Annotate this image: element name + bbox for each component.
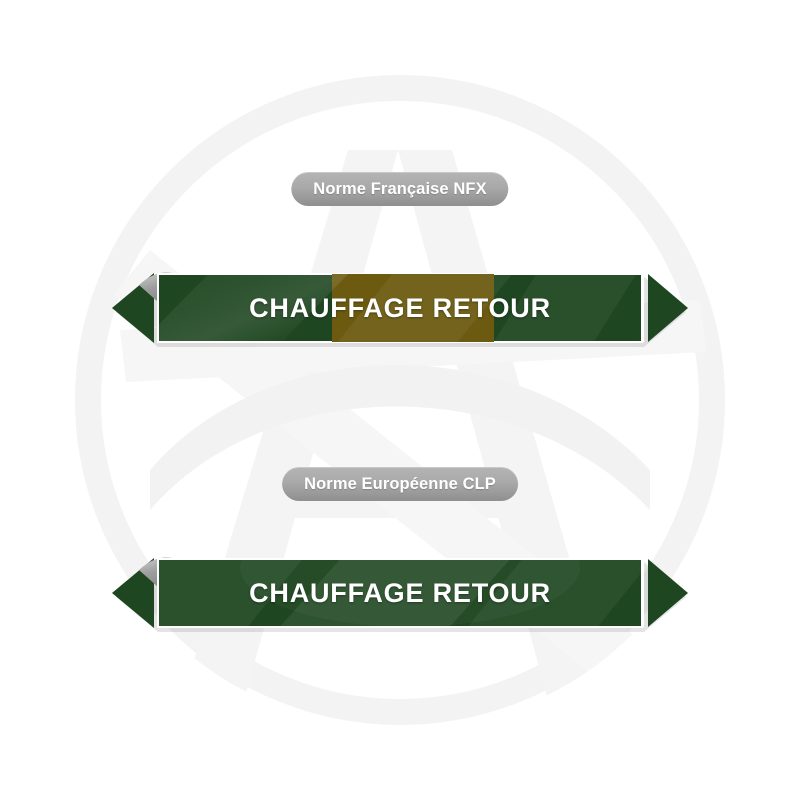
marker-body xyxy=(157,558,643,628)
right-arrow-head xyxy=(648,559,688,627)
pipe-marker-norme-francaise: CHAUFFAGE RETOUR xyxy=(110,272,690,347)
left-arrow-head xyxy=(112,558,154,628)
pipe-marker-norme-europeenne: CHAUFFAGE RETOUR xyxy=(110,557,690,632)
olive-band xyxy=(332,274,494,342)
badge-norme-francaise: Norme Française NFX xyxy=(291,172,509,206)
right-arrow-head xyxy=(648,274,688,342)
left-arrow-head xyxy=(112,273,154,343)
badge-norme-europeenne: Norme Européenne CLP xyxy=(282,467,518,501)
